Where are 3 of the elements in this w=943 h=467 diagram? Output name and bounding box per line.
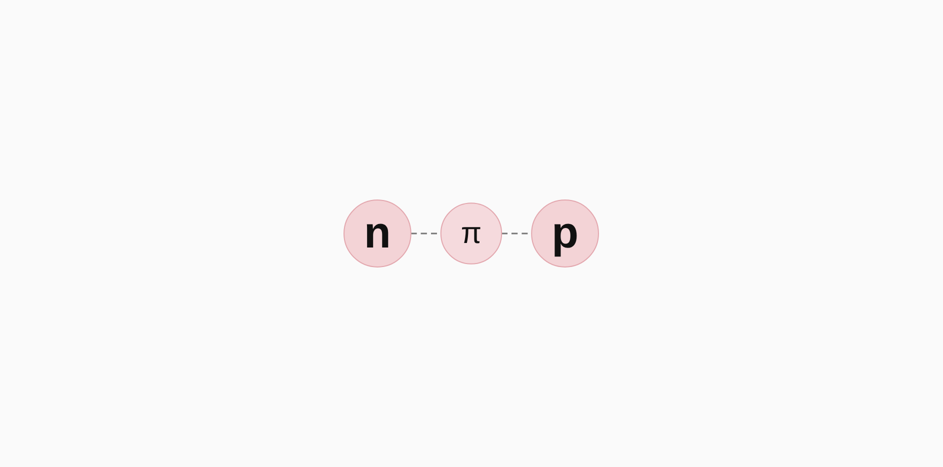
node-circle: n [344,200,412,268]
node-circle: p [531,200,600,268]
node-circle: π [440,202,502,264]
